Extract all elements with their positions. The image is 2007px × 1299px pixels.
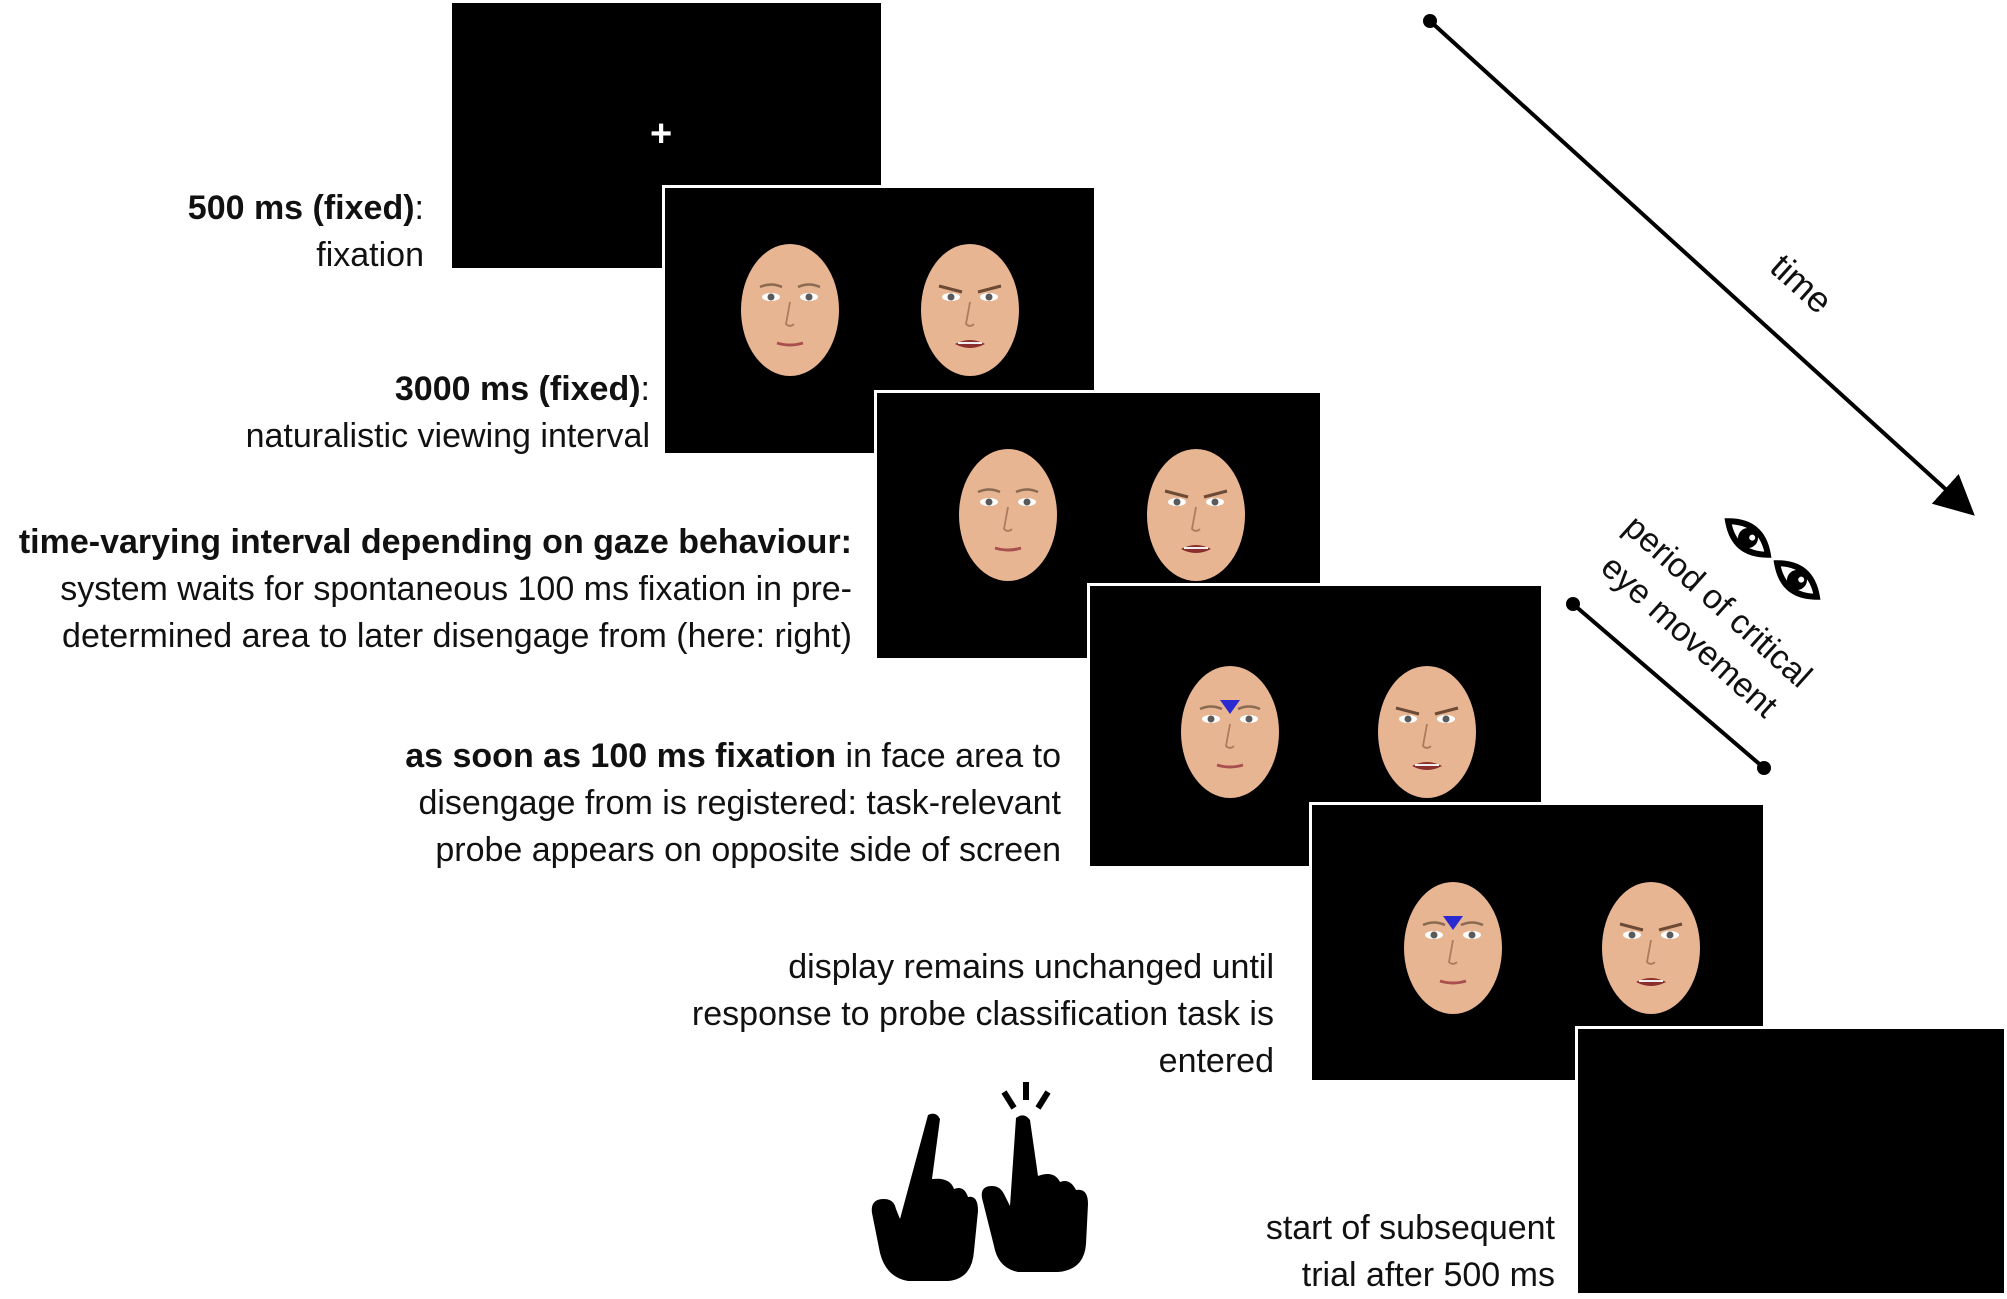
label-probe-title: as soon as 100 ms fixation — [405, 737, 837, 775]
face-neutral — [741, 244, 839, 376]
face-angry — [1602, 882, 1700, 1014]
face-angry — [1378, 666, 1476, 798]
label-viewing-duration: 3000 ms (fixed) — [394, 370, 641, 408]
screen-response-wait — [1309, 802, 1766, 1083]
label-next-trial: start of subsequent trial after 500 ms — [1265, 1209, 1555, 1294]
time-label: time — [1763, 245, 1841, 321]
label-probe: as soon as 100 ms fixation in face area … — [405, 737, 1061, 869]
label-response: display remains unchanged until response… — [691, 948, 1274, 1080]
label-viewing: 3000 ms (fixed): naturalistic viewing in… — [246, 366, 650, 460]
label-fixation-desc: fixation — [316, 236, 424, 274]
pointing-hand-icon — [871, 1113, 978, 1281]
label-viewing-desc: naturalistic viewing interval — [245, 417, 650, 455]
label-fixation-duration: 500 ms (fixed) — [187, 189, 415, 227]
pressing-hand-icon — [981, 1082, 1088, 1272]
time-arrow — [1423, 14, 1975, 516]
face-angry — [921, 244, 1019, 376]
face-neutral-with-probe — [1404, 882, 1502, 1014]
eye-icon — [1773, 560, 1821, 600]
critical-period-line — [1566, 597, 1771, 775]
fixation-cross: + — [650, 113, 673, 155]
screen-blank — [1575, 1026, 2007, 1296]
eye-icon — [1724, 518, 1772, 558]
face-neutral — [959, 449, 1057, 581]
label-gaze: time-varying interval depending on gaze … — [18, 523, 852, 655]
face-neutral-with-probe — [1181, 666, 1279, 798]
label-gaze-title: time-varying interval depending on gaze … — [18, 523, 852, 561]
face-angry — [1147, 449, 1245, 581]
label-fixation: 500 ms (fixed): fixation — [188, 185, 424, 279]
